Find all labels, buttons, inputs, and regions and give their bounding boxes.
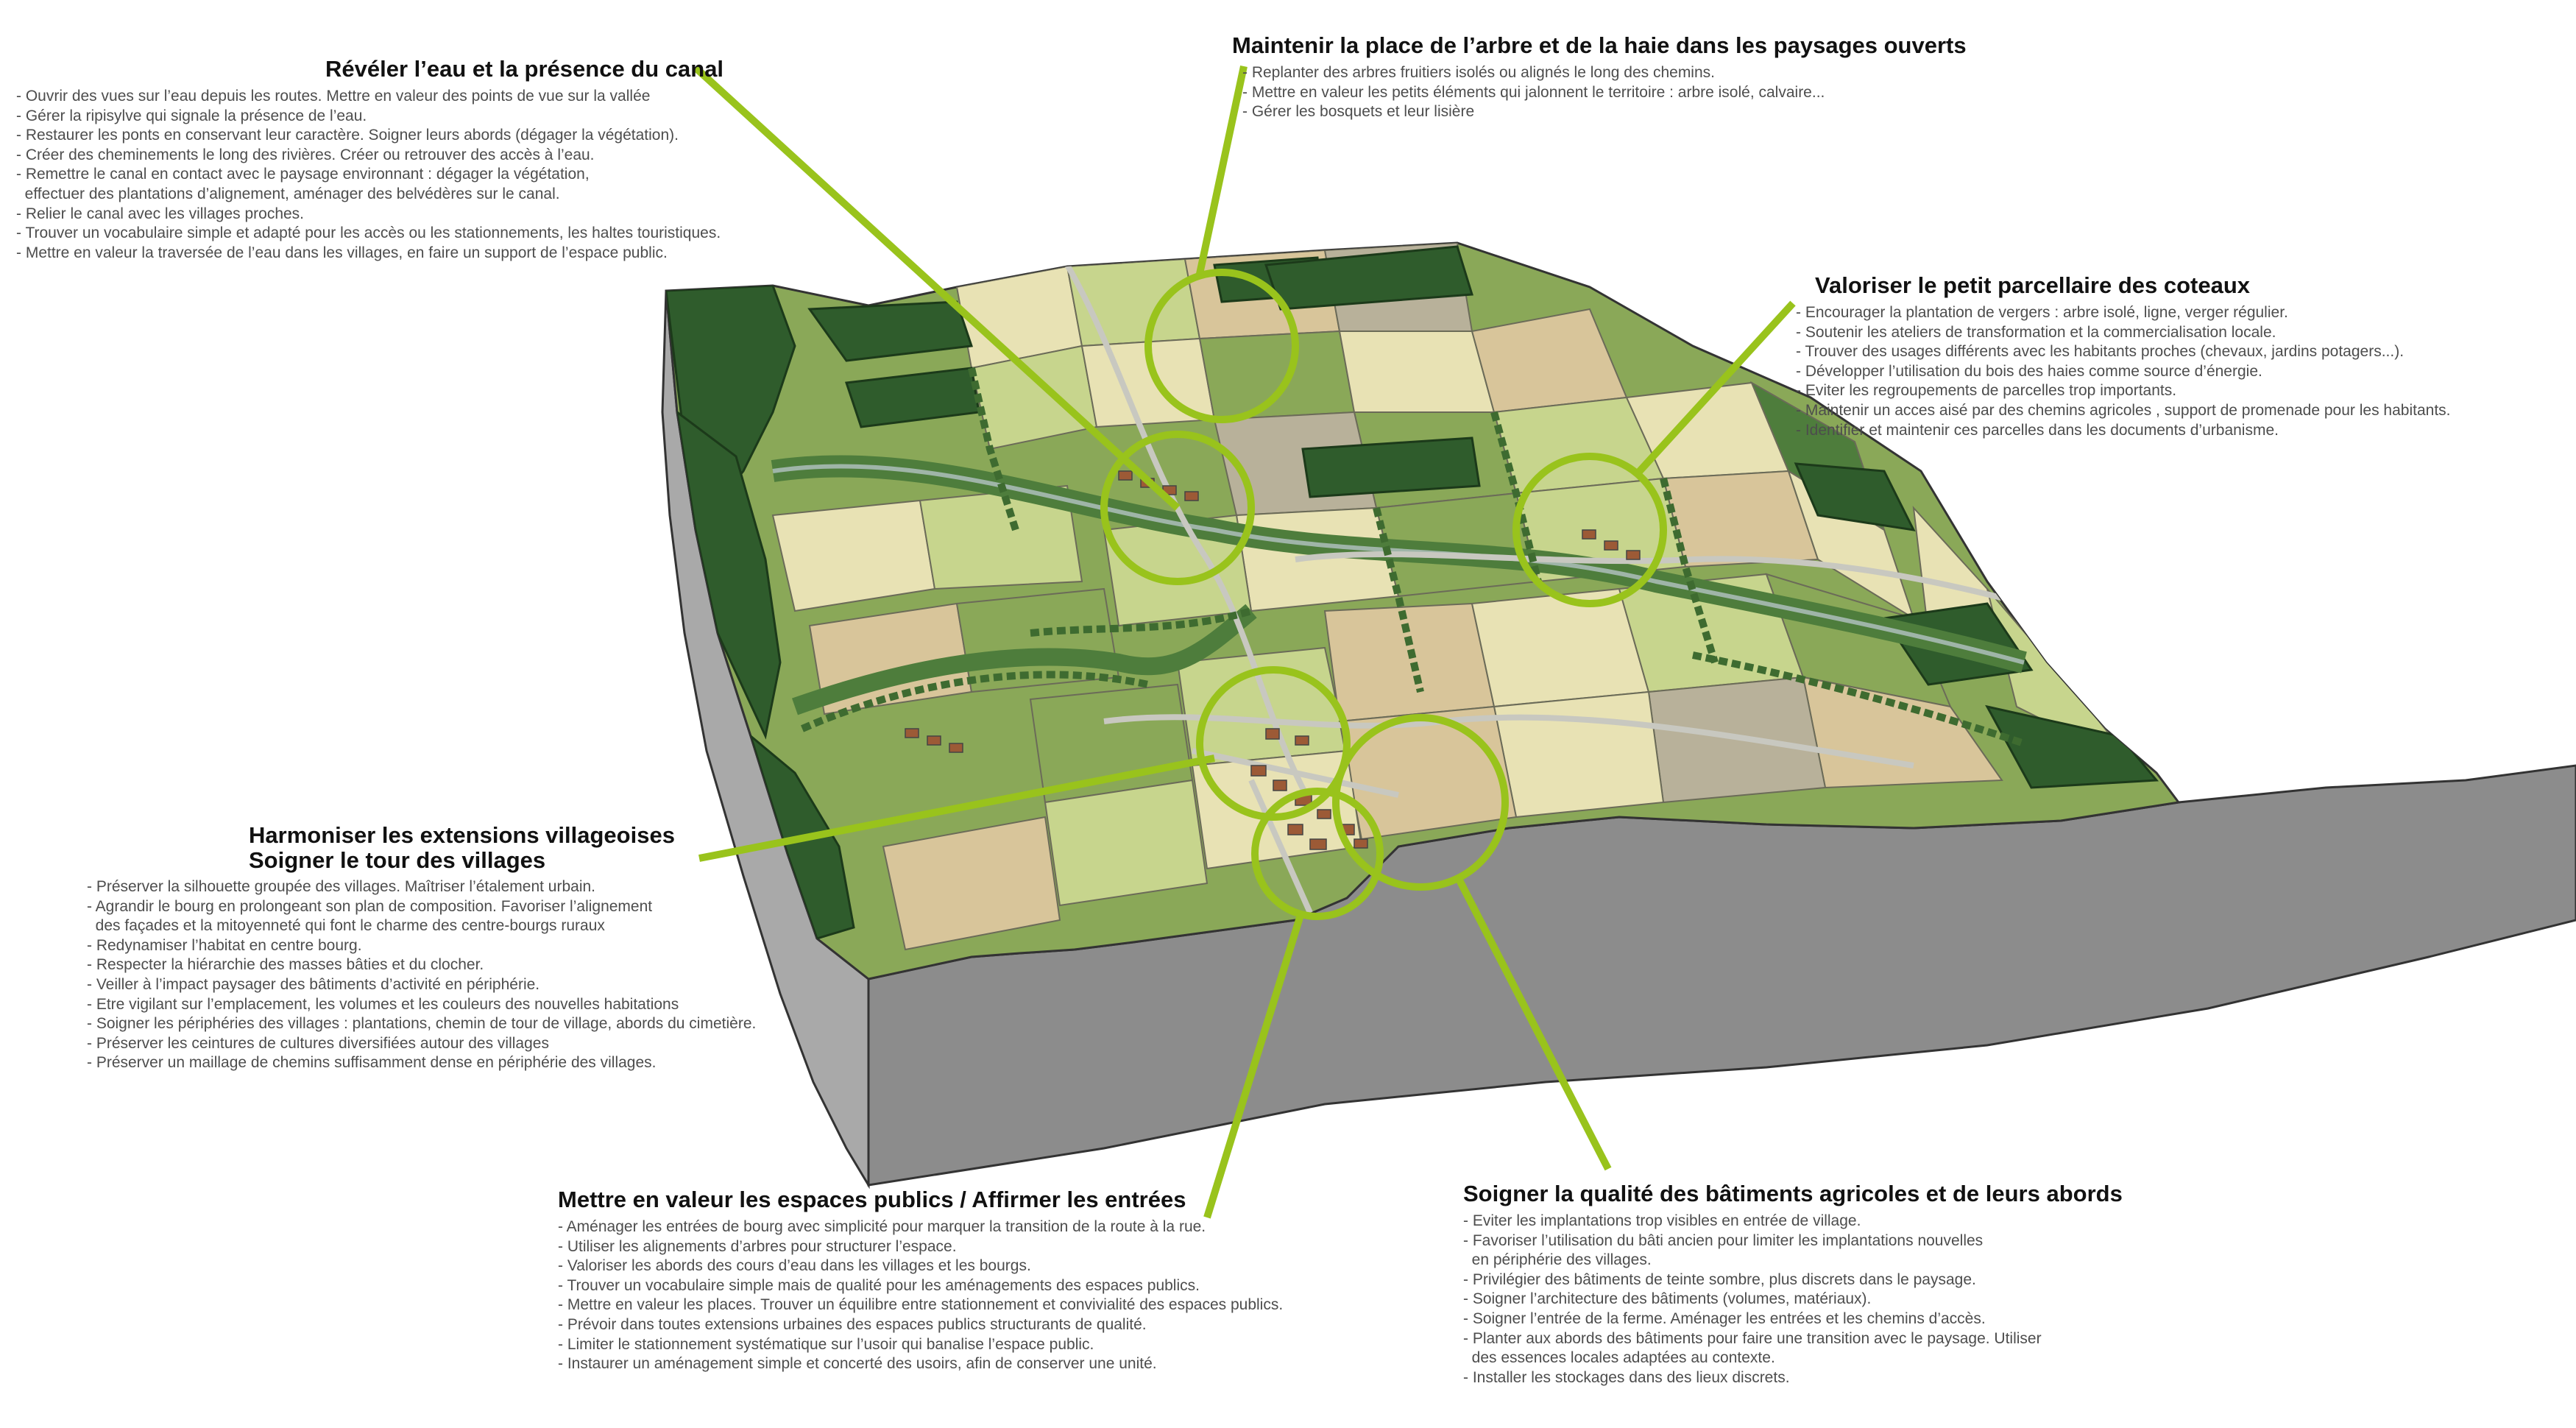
list-item: - Trouver des usages différents avec les… xyxy=(1796,343,2405,361)
leader-line-espaces xyxy=(1203,911,1305,1219)
callout-eau-list: - Ouvrir des vues sur l’eau depuis les r… xyxy=(16,87,723,263)
leader-line-coteaux xyxy=(1635,300,1796,476)
callout-arbre: Maintenir la place de l’arbre et de la h… xyxy=(1232,32,1967,122)
callout-coteaux-list: - Encourager la plantation de vergers : … xyxy=(1796,303,2451,440)
callout-extensions-list: - Préserver la silhouette groupée des vi… xyxy=(87,877,756,1073)
list-item: effectuer des plantations d’alignement, … xyxy=(16,185,560,202)
callout-eau-title: Révéler l’eau et la présence du canal xyxy=(325,56,724,82)
list-item: - Veiller à l’impact paysager des bâtime… xyxy=(87,975,540,993)
callout-batiments: Soigner la qualité des bâtiments agricol… xyxy=(1463,1181,2123,1388)
leader-line-eau xyxy=(693,65,1181,511)
list-item: - Trouver un vocabulaire simple mais de … xyxy=(558,1276,1200,1294)
callout-circle-coteaux xyxy=(1512,453,1667,607)
list-item: - Aménager les entrées de bourg avec sim… xyxy=(558,1218,1206,1235)
list-item: - Trouver un vocabulaire simple et adapt… xyxy=(16,225,721,242)
list-item: - Ouvrir des vues sur l’eau depuis les r… xyxy=(16,88,651,105)
callout-circle-extensions xyxy=(1196,666,1351,821)
list-item: des essences locales adaptées au context… xyxy=(1463,1349,1775,1367)
list-item: - Limiter le stationnement systématique … xyxy=(558,1335,1094,1353)
list-item: - Valoriser les abords des cours d’eau d… xyxy=(558,1257,1031,1275)
list-item: - Installer les stockages dans des lieux… xyxy=(1463,1368,1790,1386)
callout-espaces: Mettre en valeur les espaces publics / A… xyxy=(558,1187,1283,1374)
callout-extensions-title: Harmoniser les extensions villageoises S… xyxy=(249,822,675,873)
list-item: - Gérer la ripisylve qui signale la prés… xyxy=(16,107,367,124)
list-item: - Redynamiser l’habitat en centre bourg. xyxy=(87,936,362,954)
callout-batiments-title: Soigner la qualité des bâtiments agricol… xyxy=(1463,1181,2123,1206)
list-item: - Agrandir le bourg en prolongeant son p… xyxy=(87,897,653,915)
list-item: - Relier le canal avec les villages proc… xyxy=(16,205,305,222)
list-item: - Soigner les périphéries des villages :… xyxy=(87,1015,757,1033)
list-item: - Soigner l’architecture des bâtiments (… xyxy=(1463,1290,1872,1308)
list-item: - Soutenir les ateliers de transformatio… xyxy=(1796,323,2276,341)
callout-circle-arbre xyxy=(1144,269,1299,423)
hedgerows xyxy=(800,367,2025,747)
callout-espaces-title: Mettre en valeur les espaces publics / A… xyxy=(558,1187,1186,1212)
list-item: - Favoriser l’utilisation du bâti ancien… xyxy=(1463,1231,1984,1249)
list-item: - Eviter les regroupements de parcelles … xyxy=(1796,382,2177,400)
list-item: - Respecter la hiérarchie des masses bât… xyxy=(87,956,484,974)
callout-coteaux-title: Valoriser le petit parcellaire des cotea… xyxy=(1815,272,2251,298)
list-item: - Identifier et maintenir ces parcelles … xyxy=(1796,421,2279,439)
list-item: - Préserver les ceintures de cultures di… xyxy=(87,1034,549,1052)
callout-espaces-list: - Aménager les entrées de bourg avec sim… xyxy=(558,1217,1283,1374)
callout-circle-eau xyxy=(1100,431,1255,585)
callout-eau: Révéler l’eau et la présence du canal - … xyxy=(16,56,723,263)
list-item: - Créer des cheminements le long des riv… xyxy=(16,146,595,163)
list-item: - Préserver un maillage de chemins suffi… xyxy=(87,1054,657,1072)
list-item: - Mettre en valeur les petits éléments q… xyxy=(1242,83,1825,101)
list-item: - Mettre en valeur les places. Trouver u… xyxy=(558,1296,1284,1314)
leader-line-batiments xyxy=(1454,874,1612,1171)
list-item: - Gérer les bosquets et leur lisière xyxy=(1242,103,1475,121)
callout-circle-espaces xyxy=(1251,788,1384,920)
list-item: des façades et la mitoyenneté qui font l… xyxy=(87,917,605,935)
list-item: - Eviter les implantations trop visibles… xyxy=(1463,1212,1861,1229)
list-item: en périphérie des villages. xyxy=(1463,1251,1652,1269)
list-item: - Soigner l’entrée de la ferme. Aménager… xyxy=(1463,1309,1986,1327)
list-item: - Mettre en valeur la traversée de l’eau… xyxy=(16,244,668,261)
callout-extensions: Harmoniser les extensions villageoises S… xyxy=(87,823,756,1073)
secondary-valley xyxy=(792,604,1257,715)
list-item: - Restaurer les ponts en conservant leur… xyxy=(16,127,679,144)
list-item: - Replanter des arbres fruitiers isolés … xyxy=(1242,64,1715,81)
road-network xyxy=(1064,263,2025,914)
list-item: - Prévoir dans toutes extensions urbaine… xyxy=(558,1315,1147,1333)
list-item: - Encourager la plantation de vergers : … xyxy=(1796,304,2288,321)
callout-batiments-list: - Eviter les implantations trop visibles… xyxy=(1463,1212,2123,1388)
list-item: - Utiliser les alignements d’arbres pour… xyxy=(558,1237,957,1255)
callout-markers xyxy=(693,65,1796,1219)
callout-coteaux: Valoriser le petit parcellaire des cotea… xyxy=(1796,272,2451,440)
callout-circle-batiments xyxy=(1332,714,1509,891)
list-item: - Maintenir un acces aisé par des chemin… xyxy=(1796,401,2451,419)
list-item: - Planter aux abords des bâtiments pour … xyxy=(1463,1329,2042,1347)
list-item: - Préserver la silhouette groupée des vi… xyxy=(87,878,596,895)
leader-line-arbre xyxy=(1196,65,1248,275)
list-item: - Etre vigilant sur l’emplacement, les v… xyxy=(87,995,679,1013)
list-item: - Privilégier des bâtiments de teinte so… xyxy=(1463,1270,1976,1288)
leader-line-extensions xyxy=(698,754,1215,862)
list-item: - Développer l’utilisation du bois des h… xyxy=(1796,362,2262,380)
forest-masses xyxy=(666,245,2159,940)
list-item: - Instaurer un aménagement simple et con… xyxy=(558,1355,1157,1373)
callout-arbre-list: - Replanter des arbres fruitiers isolés … xyxy=(1242,63,1967,122)
callout-arbre-title: Maintenir la place de l’arbre et de la h… xyxy=(1232,32,1967,58)
list-item: - Remettre le canal en contact avec le p… xyxy=(16,166,590,183)
